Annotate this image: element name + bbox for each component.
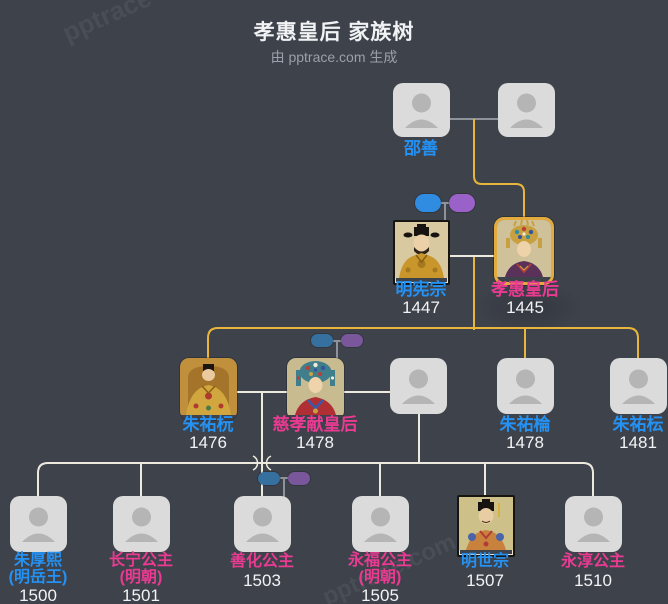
- descent-lines-yellow: [207, 119, 639, 358]
- person-name: 明宪宗: [395, 280, 447, 299]
- collapsed-female-node[interactable]: [341, 334, 363, 347]
- page-title: 孝惠皇后 家族树: [253, 21, 415, 44]
- person-placeholder-icon: [622, 369, 655, 404]
- birth-year: 1476: [189, 433, 227, 452]
- birth-year: 1501: [122, 586, 160, 604]
- node-zhu-houxi[interactable]: [10, 496, 67, 552]
- person-name: 朱祐枟: [612, 415, 664, 434]
- person-name: 朱厚熙: [13, 552, 62, 569]
- portrait-ming-shizong[interactable]: [457, 495, 515, 557]
- birth-year: 1503: [243, 571, 281, 590]
- node-zhu-youyun[interactable]: [610, 358, 667, 414]
- node-shanhua-princess[interactable]: [234, 496, 291, 552]
- empress-portrait-art: [287, 358, 344, 415]
- node-yongfu-princess[interactable]: [352, 496, 409, 552]
- person-title: (明朝): [358, 569, 402, 586]
- node-zhu-youlun[interactable]: [497, 358, 554, 414]
- birth-year: 1505: [361, 586, 399, 604]
- node-shao-shan[interactable]: [393, 83, 450, 137]
- person-title: (明朝): [119, 569, 163, 586]
- birth-year: 1478: [506, 433, 544, 452]
- collapsed-female-node[interactable]: [288, 472, 310, 485]
- watermark-smudge: [474, 282, 584, 334]
- birth-year: 1500: [19, 586, 57, 604]
- person-placeholder-icon: [246, 507, 279, 542]
- person-placeholder-icon: [402, 369, 435, 404]
- collapsed-male-node[interactable]: [415, 194, 441, 212]
- emperor-portrait-art: [395, 222, 448, 278]
- person-name: 明世宗: [460, 553, 509, 570]
- empress-portrait-art: [497, 220, 551, 277]
- prince-portrait-art: [180, 358, 237, 415]
- node-unknown-spouse-gen3[interactable]: [390, 358, 447, 414]
- person-name: 邵善: [404, 139, 438, 158]
- birth-year: 1507: [466, 571, 504, 590]
- birth-year: 1478: [296, 433, 334, 452]
- person-placeholder-icon: [577, 507, 610, 542]
- person-name: 长宁公主: [108, 552, 173, 569]
- page-subtitle: 由 pptrace.com 生成: [270, 49, 398, 65]
- person-placeholder-icon: [125, 507, 158, 542]
- portrait-ming-xianzong[interactable]: [393, 220, 450, 285]
- person-placeholder-icon: [510, 93, 543, 128]
- person-name: 永福公主: [347, 552, 412, 569]
- person-name: 永淳公主: [560, 553, 625, 570]
- person-placeholder-icon: [364, 507, 397, 542]
- person-name: 朱祐棆: [499, 415, 551, 434]
- node-yongchun-princess[interactable]: [565, 496, 622, 552]
- person-title: (明岳王): [8, 569, 68, 586]
- person-name: 孝惠皇后: [491, 280, 559, 299]
- family-lines-white: [37, 255, 594, 497]
- person-placeholder-icon: [509, 369, 542, 404]
- person-name: 善化公主: [229, 553, 294, 570]
- birth-year: 1447: [402, 298, 440, 317]
- person-placeholder-icon: [405, 93, 438, 128]
- birth-year: 1445: [506, 298, 544, 317]
- collapsed-male-node[interactable]: [311, 334, 333, 347]
- person-name: 慈孝献皇后: [272, 415, 358, 434]
- birth-year: 1510: [574, 571, 612, 590]
- emperor-portrait-art: [459, 497, 513, 550]
- portrait-xiaohui-empress-selected[interactable]: [494, 217, 554, 285]
- person-name: 朱祐杬: [182, 415, 234, 434]
- collapsed-male-node[interactable]: [258, 472, 280, 485]
- collapsed-female-node[interactable]: [449, 194, 475, 212]
- portrait-cixiaoxian-empress[interactable]: [287, 358, 344, 420]
- birth-year: 1481: [619, 433, 657, 452]
- portrait-zhu-youyuan[interactable]: [180, 358, 237, 420]
- node-unknown-spouse-gen1[interactable]: [498, 83, 555, 137]
- person-placeholder-icon: [22, 507, 55, 542]
- node-changning-princess[interactable]: [113, 496, 170, 552]
